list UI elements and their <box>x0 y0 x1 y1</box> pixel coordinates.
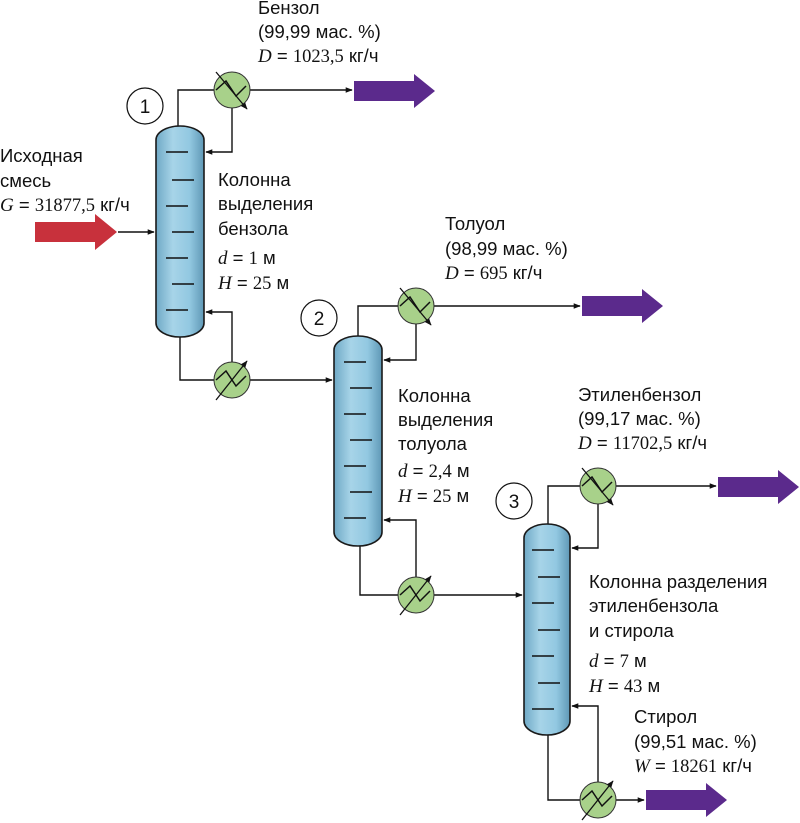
column-3-reflux-line <box>571 502 599 551</box>
heat-exchanger-icon <box>397 287 435 326</box>
column-1-reboiler-return <box>205 309 233 363</box>
column-3-label: Колонна разделения этиленбензола и стиро… <box>588 571 767 697</box>
column-number-2: 2 <box>300 299 338 337</box>
product-label-toluene: Толуол (98,99 мас. %) D = 695 кг/ч <box>444 213 568 284</box>
column-3-vapor-line <box>547 483 717 524</box>
heat-exchangers <box>213 71 617 821</box>
column-1-vapor-line <box>177 87 353 126</box>
column-2-reboiler-return <box>383 517 417 582</box>
column-name-line1: Колонна <box>218 169 291 190</box>
product-purity: (98,99 мас. %) <box>445 238 568 259</box>
product-flow-rate: D = 695 кг/ч <box>444 262 542 284</box>
svg-text:2: 2 <box>314 309 325 330</box>
column-height: H = 25 м <box>397 485 469 507</box>
product-name: Толуол <box>445 213 505 234</box>
heat-exchanger-icon <box>397 575 435 616</box>
column-diameter: d = 1 м <box>218 247 276 269</box>
column-1-label: Колонна выделения бензола d = 1 м H = 25… <box>217 169 313 294</box>
product-flow-rate: D = 11702,5 кг/ч <box>577 432 707 454</box>
column-name-line2: выделения <box>218 193 313 214</box>
column-2-vapor-line <box>357 303 581 336</box>
flow-arrow-icon <box>354 74 435 108</box>
column-name-line3: и стирола <box>589 620 674 641</box>
column-diameter: d = 2,4 м <box>398 460 470 482</box>
column-name-line2: этиленбензола <box>589 595 719 616</box>
distillation-column-1 <box>155 125 205 338</box>
heat-exchanger-icon <box>213 360 251 401</box>
column-number-1: 1 <box>126 87 164 125</box>
flow-arrow-icon <box>718 470 799 504</box>
product-name: Бензол <box>258 0 320 18</box>
distillation-column-3 <box>523 523 571 736</box>
flow-arrow-icon <box>582 289 663 323</box>
heat-exchanger-icon <box>579 780 617 821</box>
product-flow-rate: D = 1023,5 кг/ч <box>257 45 378 67</box>
flow-arrows <box>35 74 799 817</box>
product-name: Этиленбензол <box>578 384 701 405</box>
feed-flow-rate: G = 31877,5 кг/ч <box>0 194 130 216</box>
column-height: H = 43 м <box>588 675 660 697</box>
svg-text:3: 3 <box>509 492 520 513</box>
column-number-3: 3 <box>495 482 533 520</box>
distillation-column-2 <box>333 335 383 547</box>
product-label-benzene: Бензол (99,99 мас. %) D = 1023,5 кг/ч <box>257 0 381 67</box>
distillation-column-icon <box>333 335 383 547</box>
feed-name-line1: Исходная <box>0 145 83 166</box>
heat-exchanger-icon <box>579 467 617 506</box>
product-purity: (99,17 мас. %) <box>578 408 701 429</box>
svg-text:1: 1 <box>140 97 151 118</box>
product-label-ethylbenzene: Этиленбензол (99,17 мас. %) D = 11702,5 … <box>577 384 707 454</box>
product-purity: (99,51 мас. %) <box>634 731 757 752</box>
column-2-label: Колонна выделения толуола d = 2,4 м H = … <box>397 385 493 507</box>
feed-name-line2: смесь <box>0 170 51 191</box>
column-name-line1: Колонна <box>398 385 471 406</box>
column-1-bottoms-line <box>179 337 333 383</box>
column-3-reboiler-return <box>571 703 599 786</box>
product-purity: (99,99 мас. %) <box>258 21 381 42</box>
column-name-line3: толуола <box>398 433 468 454</box>
flow-arrow-icon <box>646 783 727 817</box>
column-diameter: d = 7 м <box>589 650 647 672</box>
product-label-styrene: Стирол (99,51 мас. %) W = 18261 кг/ч <box>634 706 757 777</box>
feed-label: Исходная смесь G = 31877,5 кг/ч <box>0 145 130 216</box>
product-flow-rate: W = 18261 кг/ч <box>634 755 752 777</box>
column-2-bottoms-line <box>359 546 523 598</box>
heat-exchanger-icon <box>213 71 251 110</box>
column-name-line2: выделения <box>398 409 493 430</box>
flow-arrow-icon <box>35 214 117 250</box>
column-name-line1: Колонна разделения <box>589 571 767 592</box>
column-name-line3: бензола <box>218 218 289 239</box>
product-name: Стирол <box>634 706 697 727</box>
column-1-reflux-line <box>205 107 233 155</box>
column-height: H = 25 м <box>217 272 289 294</box>
column-2-reflux-line <box>383 322 417 363</box>
